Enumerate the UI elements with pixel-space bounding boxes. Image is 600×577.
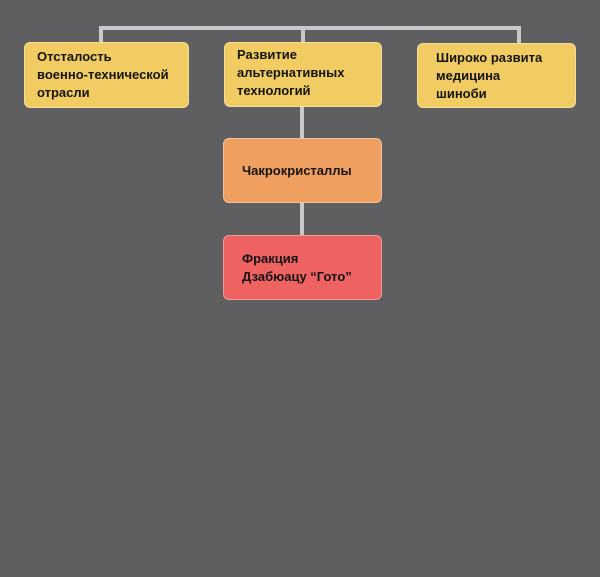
- node-alternative-technologies: Развитие альтернативных технологий: [224, 42, 382, 107]
- node-goto-faction: Фракция Дзабюацу “Гото”: [223, 235, 382, 300]
- node-shinobi-medicine: Широко развита медицина шиноби: [417, 43, 576, 108]
- node-chakra-crystals: Чакрокристаллы: [223, 138, 382, 203]
- node-military-backwardness: Отсталость военно-технической отрасли: [24, 42, 189, 108]
